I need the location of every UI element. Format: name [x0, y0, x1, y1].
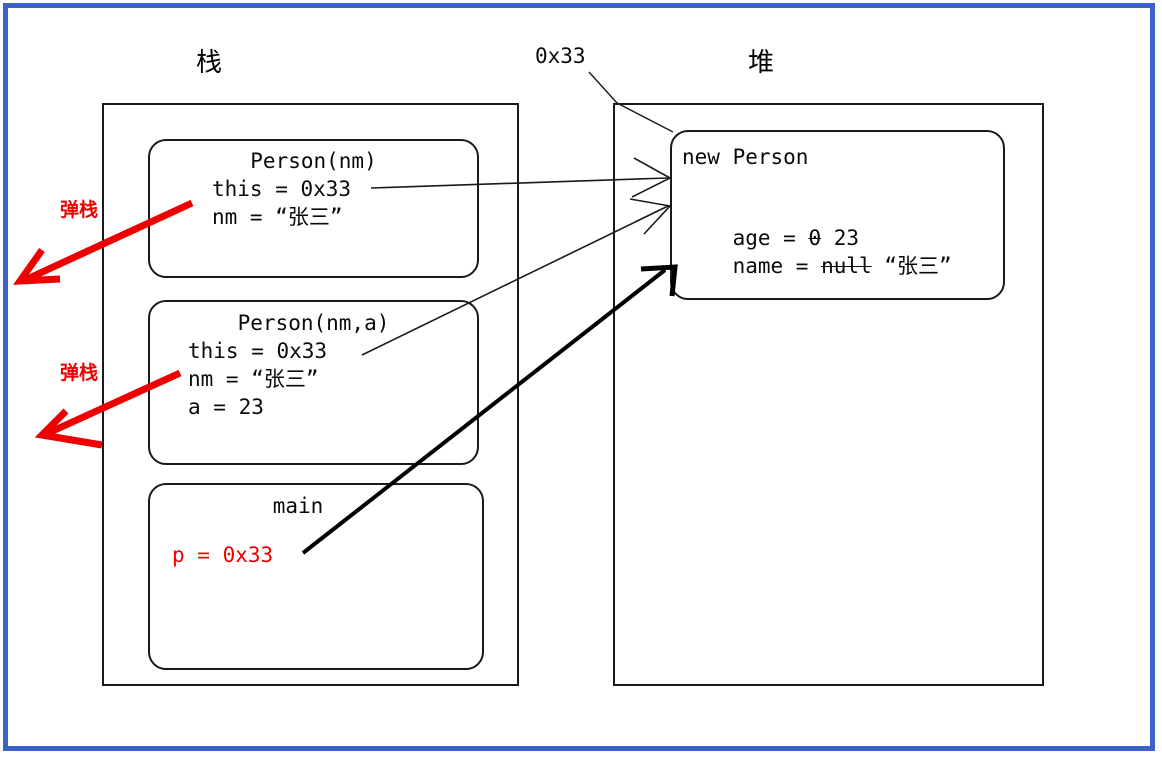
- heap-object-field-age: age = 0 23: [682, 196, 859, 280]
- heap-title: 堆: [748, 48, 775, 78]
- heap-field-name-new: “张三”: [871, 254, 952, 278]
- heap-field-age-label: age =: [732, 226, 809, 250]
- stack-frame-person-nm-a-line-1: nm = “张三”: [188, 367, 319, 391]
- stack-frame-person-nm-line-1: nm = “张三”: [212, 205, 343, 229]
- heap-field-name-old: null: [821, 254, 872, 278]
- heap-field-age-old: 0: [808, 226, 822, 250]
- stack-frame-person-nm-header: Person(nm): [250, 149, 377, 173]
- heap-address-label: 0x33: [535, 44, 586, 68]
- stack-frame-main-line-0: p = 0x33: [172, 543, 274, 567]
- pop-stack-label-1: 弹栈: [60, 199, 99, 221]
- stack-frame-person-nm-a-line-0: this = 0x33: [188, 339, 328, 363]
- pop-stack-label-2: 弹栈: [60, 362, 99, 384]
- heap-field-age-new: 23: [821, 226, 860, 250]
- stack-frame-main-header: main: [272, 494, 324, 518]
- heap-object-header: new Person: [682, 145, 809, 169]
- heap-field-name-label: name =: [732, 254, 822, 278]
- stack-title: 栈: [196, 48, 223, 78]
- heap-object-field-name: name = null “张三”: [682, 224, 952, 308]
- outer-blue-frame: [3, 3, 1155, 751]
- stack-frame-person-nm-a-header: Person(nm,a): [237, 311, 390, 335]
- stack-frame-person-nm-line-0: this = 0x33: [212, 177, 352, 201]
- stack-frame-person-nm-a-line-2: a = 23: [188, 395, 264, 419]
